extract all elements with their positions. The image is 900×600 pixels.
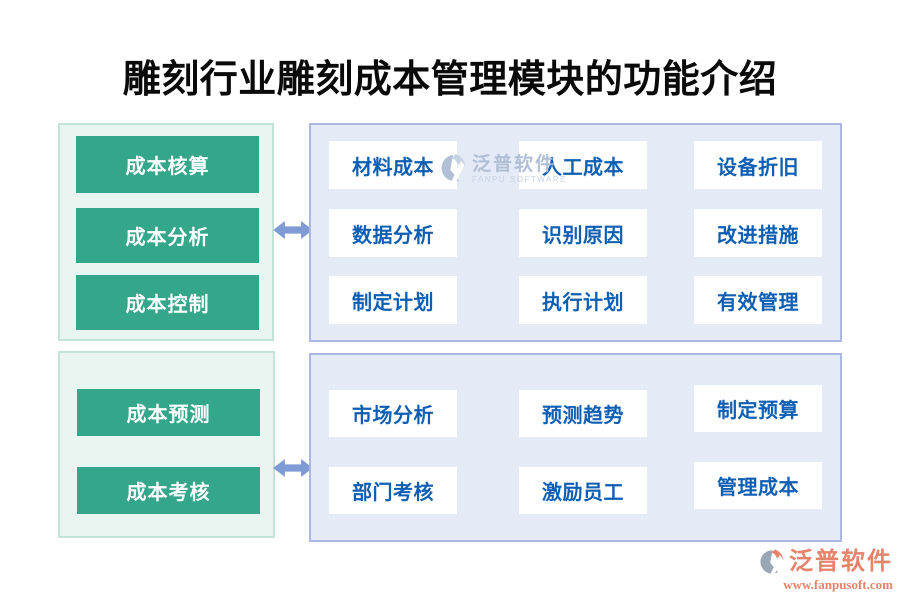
category-panel-top: 成本核算 成本分析 成本控制 — [58, 123, 274, 341]
feature-button: 激励员工 — [519, 467, 647, 514]
feature-button: 制定预算 — [694, 385, 822, 432]
feature-button: 数据分析 — [329, 209, 457, 257]
category-button: 成本考核 — [77, 467, 260, 514]
double-arrow-icon — [273, 459, 313, 477]
footer-brand: 泛普软件 www.fanpusoft.com — [759, 548, 893, 593]
feature-button: 执行计划 — [519, 276, 647, 324]
double-arrow-icon — [273, 221, 313, 239]
brand-name: 泛普软件 — [789, 548, 893, 575]
feature-button: 人工成本 — [519, 141, 647, 189]
feature-button: 制定计划 — [329, 276, 457, 324]
feature-panel-top: 材料成本 人工成本 设备折旧 数据分析 识别原因 改进措施 制定计划 执行计划 … — [309, 123, 842, 342]
feature-button: 材料成本 — [329, 141, 457, 189]
brand-website: www.fanpusoft.com — [783, 577, 893, 592]
category-button: 成本预测 — [77, 389, 260, 436]
feature-button: 设备折旧 — [694, 141, 822, 189]
feature-button: 识别原因 — [519, 209, 647, 257]
feature-button: 有效管理 — [694, 276, 822, 324]
page-title: 雕刻行业雕刻成本管理模块的功能介绍 — [122, 59, 778, 101]
category-button: 成本核算 — [76, 136, 259, 193]
fanpu-logo-icon — [760, 549, 784, 576]
category-button: 成本分析 — [76, 208, 259, 263]
feature-button: 市场分析 — [329, 390, 457, 437]
feature-button: 预测趋势 — [519, 390, 647, 437]
feature-button: 管理成本 — [694, 462, 822, 509]
feature-panel-bottom: 市场分析 预测趋势 制定预算 部门考核 激励员工 管理成本 — [309, 353, 842, 542]
category-panel-bottom: 成本预测 成本考核 — [58, 351, 275, 538]
category-button: 成本控制 — [76, 275, 259, 330]
feature-button: 部门考核 — [329, 467, 457, 514]
feature-button: 改进措施 — [694, 209, 822, 257]
